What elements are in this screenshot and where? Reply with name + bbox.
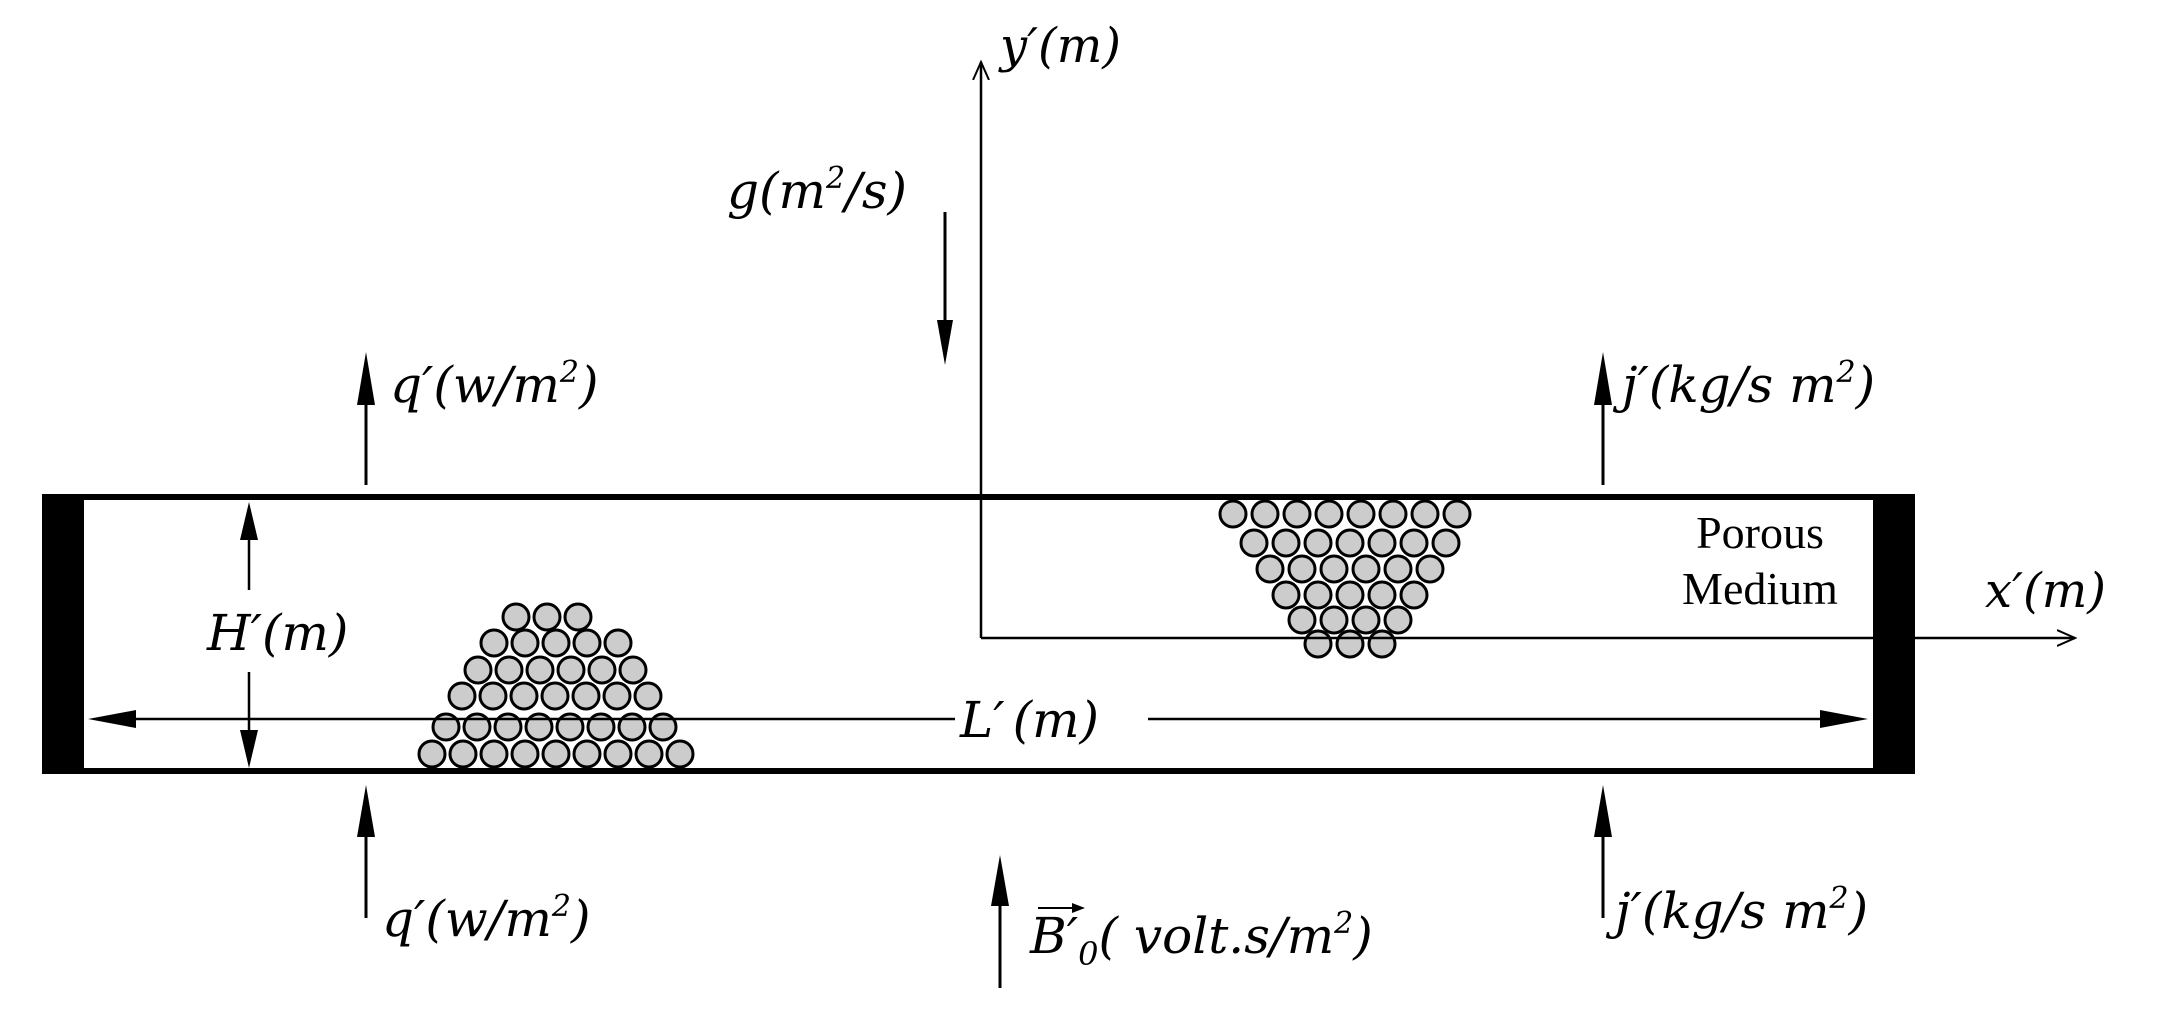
left-wall <box>42 497 84 771</box>
particle <box>1319 554 1349 584</box>
particle <box>1287 554 1317 584</box>
svg-text:B′0( volt.s/m2): B′0( volt.s/m2) <box>1029 906 1373 973</box>
particle <box>572 739 602 769</box>
particle <box>665 739 695 769</box>
particle <box>1367 580 1397 610</box>
gravity-arrow <box>937 212 953 365</box>
particle <box>1346 499 1376 529</box>
mass-flux-top-label: j′(kg/s m2) <box>1612 355 1875 414</box>
particle-cluster-bottom <box>417 602 695 769</box>
heat-flux-bottom-arrow <box>357 785 375 918</box>
heat-flux-top-arrow <box>357 352 375 485</box>
particle <box>571 681 601 711</box>
porous-medium-label-line1: Porous <box>1696 507 1824 558</box>
particle <box>479 739 509 769</box>
particle <box>540 681 570 711</box>
magnetic-field-label: B′0( volt.s/m2) <box>1029 903 1373 973</box>
channel <box>42 494 1915 774</box>
particle <box>1282 499 1312 529</box>
particle <box>501 602 531 632</box>
particle <box>634 739 664 769</box>
particle <box>1383 554 1413 584</box>
particle <box>1314 499 1344 529</box>
particle <box>493 712 523 742</box>
particle <box>1367 528 1397 558</box>
particle <box>1383 605 1413 635</box>
particle <box>463 655 493 685</box>
particle-cluster-top <box>1218 499 1472 659</box>
particle <box>1271 580 1301 610</box>
particle <box>478 681 508 711</box>
particle <box>1218 499 1248 529</box>
height-label: H′(m) <box>206 604 348 662</box>
particle <box>1335 629 1365 659</box>
particle <box>1415 554 1445 584</box>
porous-medium-label-line2: Medium <box>1682 563 1838 614</box>
particle <box>1399 528 1429 558</box>
height-dimension-arrow <box>240 502 258 768</box>
particle <box>563 602 593 632</box>
particle <box>1378 499 1408 529</box>
particle <box>510 628 540 658</box>
mass-flux-bottom-label: j′(kg/s m2) <box>1605 881 1868 940</box>
particle <box>447 681 477 711</box>
right-wall <box>1873 497 1915 771</box>
particle <box>633 681 663 711</box>
particle <box>648 712 678 742</box>
particle <box>1287 605 1317 635</box>
particle <box>1303 629 1333 659</box>
gravity-label: g(m2/s) <box>727 161 907 220</box>
particle <box>1303 580 1333 610</box>
particle <box>1431 528 1461 558</box>
particle <box>1250 499 1280 529</box>
particle <box>1335 528 1365 558</box>
particle <box>1239 528 1269 558</box>
particle <box>541 628 571 658</box>
particle <box>1255 554 1285 584</box>
particle <box>603 739 633 769</box>
length-dimension-arrow <box>88 710 1868 728</box>
length-label: L′(m) <box>959 691 1099 749</box>
particle <box>556 655 586 685</box>
y-axis-label: y′(m) <box>998 18 1121 74</box>
particle <box>479 628 509 658</box>
particle <box>586 712 616 742</box>
particle <box>462 712 492 742</box>
particle <box>555 712 585 742</box>
particle <box>602 681 632 711</box>
particle <box>1351 605 1381 635</box>
particle <box>541 739 571 769</box>
particle <box>524 712 554 742</box>
x-axis-label: x′(m) <box>1985 563 2106 619</box>
particle <box>509 681 539 711</box>
mass-flux-top-arrow <box>1594 352 1612 485</box>
heat-flux-bottom-label: q′(w/m2) <box>382 889 591 948</box>
particle <box>494 655 524 685</box>
particle <box>587 655 617 685</box>
heat-flux-top-label: q′(w/m2) <box>390 355 599 414</box>
particle <box>1335 580 1365 610</box>
particle <box>532 602 562 632</box>
mass-flux-bottom-arrow <box>1594 785 1612 918</box>
particle <box>525 655 555 685</box>
magnetic-field-arrow <box>991 855 1009 988</box>
particle <box>1442 499 1472 529</box>
particle <box>618 655 648 685</box>
particle <box>1319 605 1349 635</box>
particle <box>1271 528 1301 558</box>
particle <box>1367 629 1397 659</box>
particle <box>1351 554 1381 584</box>
particle <box>1399 580 1429 610</box>
particle <box>431 712 461 742</box>
particle <box>572 628 602 658</box>
particle <box>417 739 447 769</box>
particle <box>603 628 633 658</box>
particle <box>1303 528 1333 558</box>
particle <box>510 739 540 769</box>
particle <box>617 712 647 742</box>
particle <box>448 739 478 769</box>
particle <box>1410 499 1440 529</box>
